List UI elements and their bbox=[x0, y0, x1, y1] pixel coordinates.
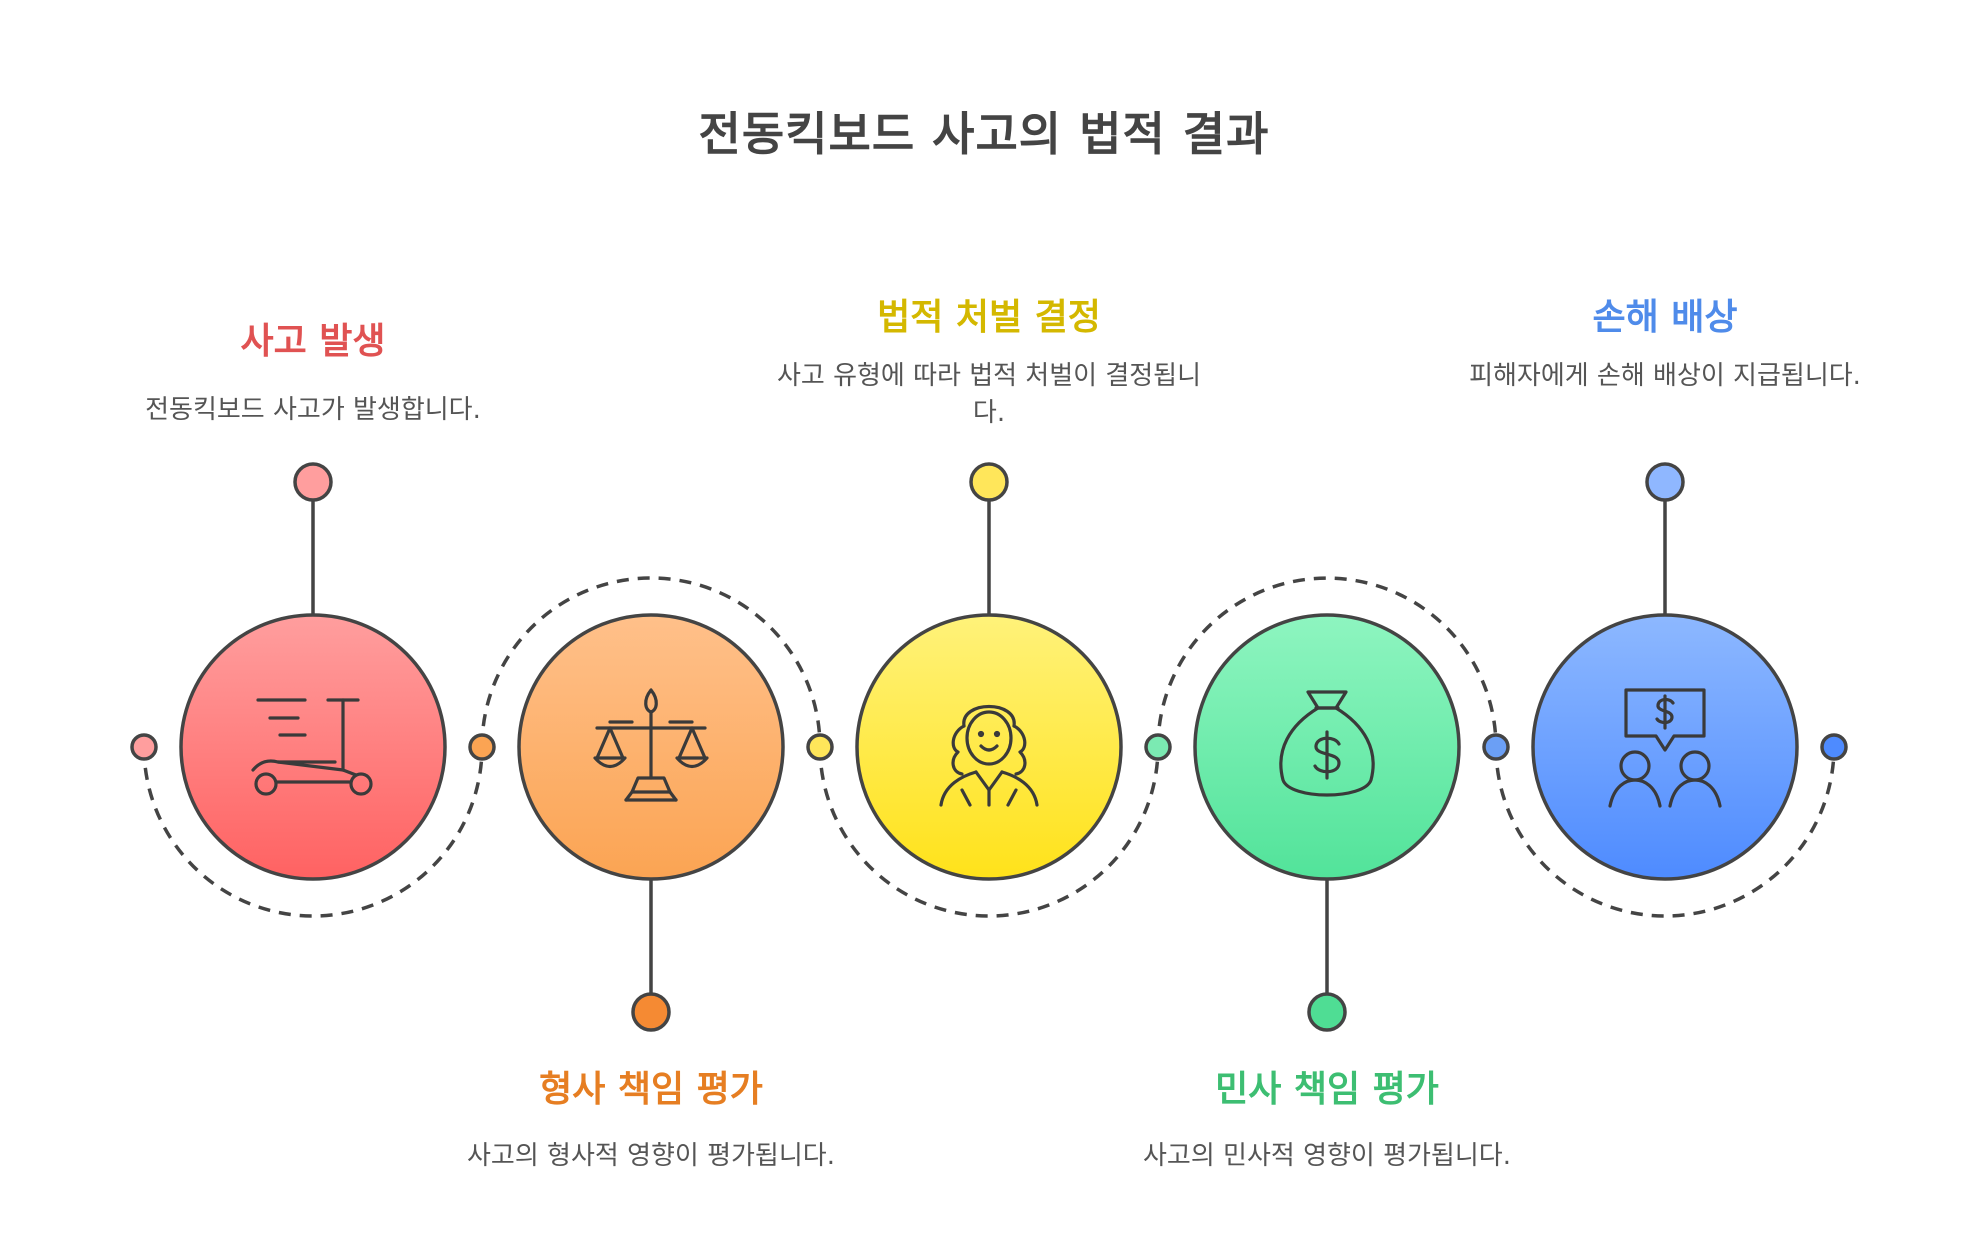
path-dot-5 bbox=[1482, 733, 1510, 761]
connector-arc-3 bbox=[818, 746, 1160, 918]
step-title-criminal: 형사 책임 평가 bbox=[539, 1069, 763, 1110]
step-circle-3 bbox=[855, 613, 1123, 881]
step-desc-civil: 사고의 민사적 영향이 평가됩니다. bbox=[1143, 1141, 1511, 1171]
compensation-people-icon bbox=[1608, 688, 1722, 808]
step-title-civil: 민사 책임 평가 bbox=[1215, 1069, 1439, 1110]
path-dot-3 bbox=[806, 733, 834, 761]
stem-dot-3 bbox=[969, 462, 1009, 502]
judge-icon bbox=[939, 705, 1039, 807]
step-desc-penalty: 사고 유형에 따라 법적 처벌이 결정됩니다. bbox=[776, 361, 1202, 428]
path-dot-1 bbox=[130, 733, 158, 761]
stem-dot-5 bbox=[1645, 462, 1685, 502]
step-title-accident: 사고 발생 bbox=[240, 321, 386, 362]
connector-arc-4 bbox=[1156, 576, 1498, 748]
stems bbox=[311, 482, 1667, 1010]
path-dot-4 bbox=[1144, 733, 1172, 761]
step-desc-compensation: 피해자에게 손해 배상이 지급됩니다. bbox=[1469, 361, 1861, 391]
stem-end-dots bbox=[293, 462, 1685, 1032]
path-dots bbox=[130, 733, 1848, 761]
stem-dot-1 bbox=[293, 462, 333, 502]
money-bag-icon bbox=[1279, 690, 1375, 797]
connector-arc-2 bbox=[480, 576, 822, 748]
stem-dot-4 bbox=[1307, 992, 1347, 1032]
step-title-compensation: 손해 배상 bbox=[1592, 297, 1738, 338]
step-title-penalty: 법적 처벌 결정 bbox=[877, 297, 1101, 338]
step-desc-criminal: 사고의 형사적 영향이 평가됩니다. bbox=[467, 1141, 835, 1171]
step-desc-accident: 전동킥보드 사고가 발생합니다. bbox=[145, 395, 481, 425]
dashed-connector bbox=[142, 576, 1836, 918]
path-dot-2 bbox=[468, 733, 496, 761]
scooter-icon bbox=[251, 698, 373, 796]
step-circle-1 bbox=[179, 613, 447, 881]
step-circles bbox=[179, 613, 1799, 881]
path-dot-6 bbox=[1820, 733, 1848, 761]
page-title: 전동킥보드 사고의 법적 결과 bbox=[698, 107, 1270, 161]
connector-arc-1 bbox=[142, 746, 484, 918]
connector-arc-5 bbox=[1494, 746, 1836, 918]
scales-icon bbox=[593, 688, 709, 802]
step-circle-5 bbox=[1531, 613, 1799, 881]
stem-dot-2 bbox=[631, 992, 671, 1032]
